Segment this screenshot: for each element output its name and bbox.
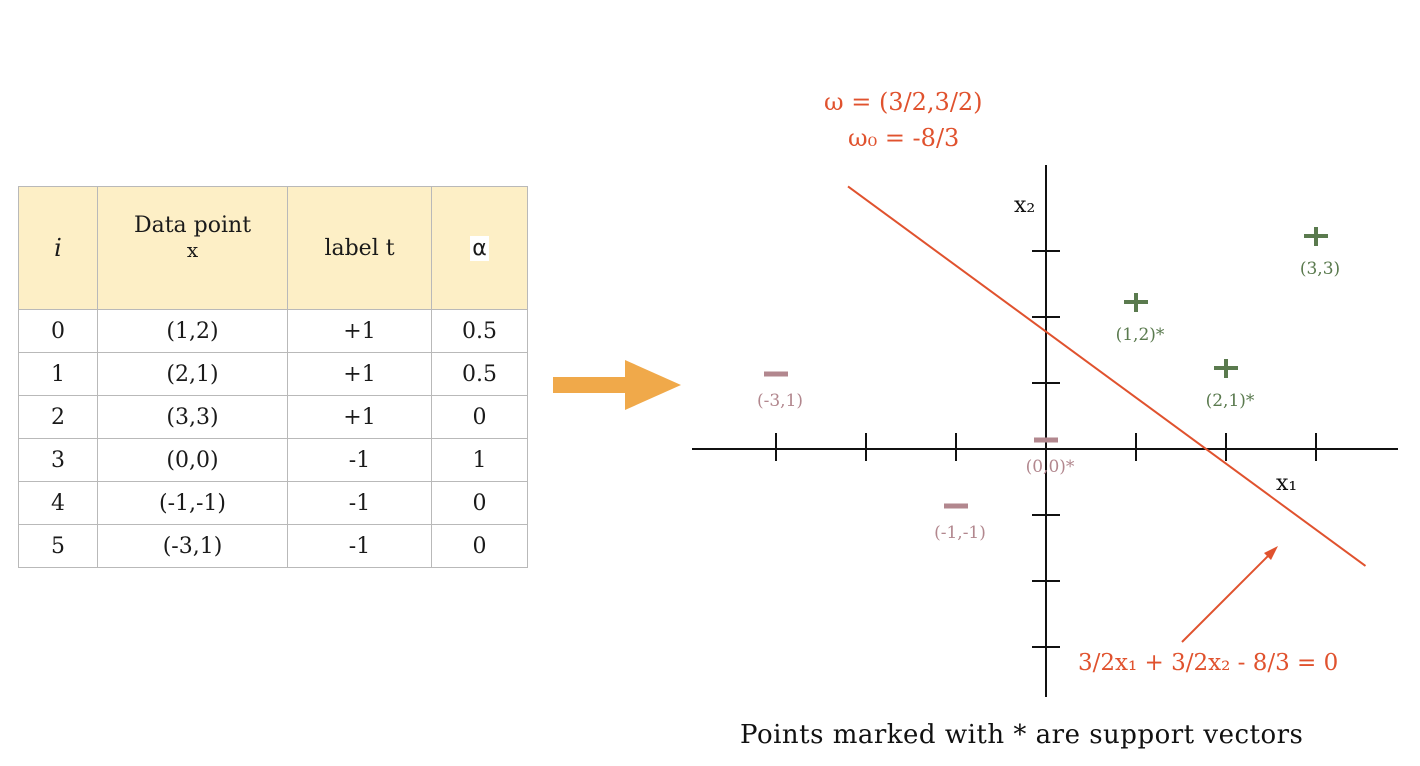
table-row: 2 (3,3) +1 0	[18, 395, 528, 439]
header-data-point-line2: x	[186, 237, 199, 262]
header-label-t-text: label t	[324, 235, 395, 261]
hyperplane-line	[847, 185, 1367, 567]
x1-axis-label: x₁	[1276, 471, 1297, 496]
axis-ticks	[775, 250, 1317, 648]
header-alpha: α	[431, 186, 528, 310]
header-label-t: label t	[287, 186, 432, 310]
cell-x: (-3,1)	[97, 524, 288, 568]
equation-pointer-line	[1181, 551, 1273, 643]
point-label: (-3,1)	[757, 391, 803, 411]
cell-x: (0,0)	[97, 438, 288, 482]
cell-alpha: 0	[431, 395, 528, 439]
table-row: 5 (-3,1) -1 0	[18, 524, 528, 568]
cell-x: (-1,-1)	[97, 481, 288, 525]
point-label: (2,1)*	[1206, 391, 1255, 411]
cell-t: -1	[287, 438, 432, 482]
x2-axis-label: x₂	[1014, 193, 1035, 218]
cell-alpha: 0	[431, 524, 528, 568]
support-vector-caption: Points marked with * are support vectors	[740, 720, 1304, 750]
data-points: (1,2)* (2,1)* (3,3) (0,0)* (-1,-1) (-3,1)	[757, 227, 1340, 543]
right-arrow-icon	[553, 360, 681, 410]
data-table: i Data point x label t α 0 (1,2) +1 0.5 …	[18, 186, 528, 568]
cell-x: (1,2)	[97, 309, 288, 353]
table-header-row: i Data point x label t α	[18, 186, 528, 310]
table-row: 0 (1,2) +1 0.5	[18, 309, 528, 353]
cell-x: (3,3)	[97, 395, 288, 439]
table-row: 1 (2,1) +1 0.5	[18, 352, 528, 396]
equation-pointer-arrowhead	[1264, 546, 1278, 560]
cell-i: 5	[18, 524, 98, 568]
bias-label: ω₀ = -8/3	[848, 124, 959, 152]
cell-t: +1	[287, 352, 432, 396]
header-data-point-line1: Data point	[133, 212, 252, 238]
weights-label: ω = (3/2,3/2)	[824, 88, 983, 116]
cell-i: 0	[18, 309, 98, 353]
cell-alpha: 0.5	[431, 309, 528, 353]
point-label: (0,0)*	[1026, 457, 1075, 477]
point-label: (-1,-1)	[934, 523, 986, 543]
header-i: i	[18, 186, 98, 310]
point-label: (1,2)*	[1116, 325, 1165, 345]
hyperplane-equation-label: 3/2x₁ + 3/2x₂ - 8/3 = 0	[1078, 650, 1338, 676]
point-label: (3,3)	[1300, 259, 1340, 279]
cell-x: (2,1)	[97, 352, 288, 396]
axes	[692, 165, 1398, 697]
header-alpha-text: α	[470, 235, 489, 261]
cell-alpha: 0	[431, 481, 528, 525]
